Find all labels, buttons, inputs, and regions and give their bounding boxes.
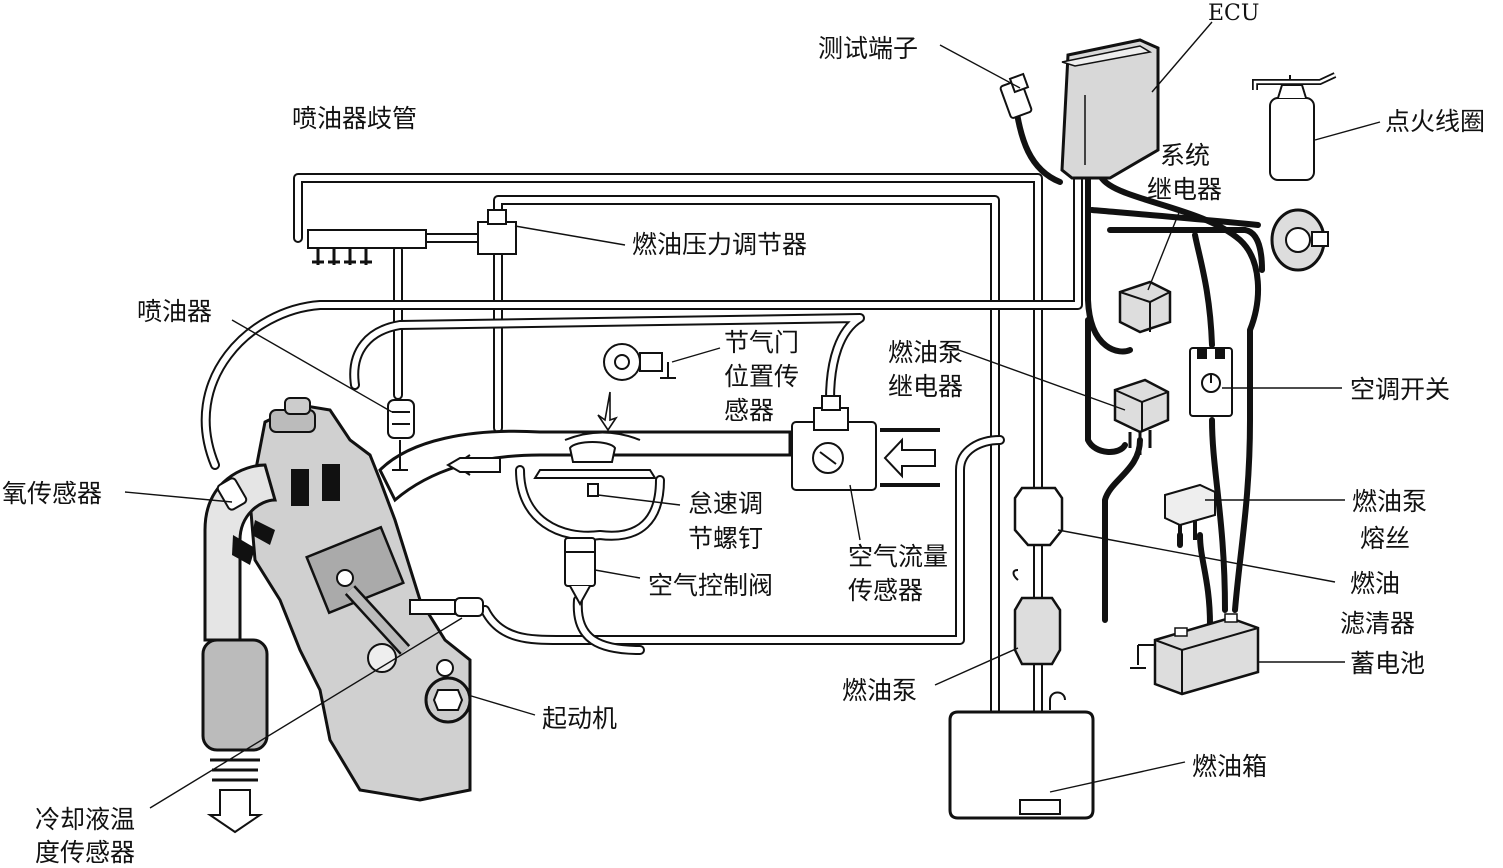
label-throttle-sensor-line1: 节气门 (724, 328, 799, 357)
label-ac-switch: 空调开关 (1350, 375, 1450, 404)
label-injector-manifold: 喷油器歧管 (292, 104, 417, 133)
throttle-position-sensor-part (597, 343, 676, 432)
label-idle-screw-line1: 怠速调 (688, 489, 763, 518)
label-oxygen-sensor: 氧传感器 (2, 479, 102, 508)
label-fuel-pump: 燃油泵 (842, 676, 917, 705)
ac-switch-part (1189, 347, 1233, 417)
fuel-filter-part (1013, 486, 1064, 547)
label-fuel-pump-fuse-line2: 熔丝 (1360, 524, 1410, 553)
exhaust (201, 463, 277, 834)
label-fuel-pump-relay-line2: 继电器 (888, 372, 963, 401)
label-system-relay-line1: 系统 (1160, 141, 1210, 170)
label-fuel-pressure-regulator: 燃油压力调节器 (632, 230, 807, 259)
engine (248, 397, 484, 802)
ecu-part (1060, 38, 1160, 180)
fuel-rail (307, 229, 427, 265)
battery-part (1130, 613, 1260, 696)
label-fuel-tank: 燃油箱 (1192, 752, 1267, 781)
label-battery: 蓄电池 (1350, 649, 1425, 678)
label-ecu: ECU (1208, 1, 1259, 26)
label-injector: 喷油器 (137, 297, 212, 326)
label-air-control-valve: 空气控制阀 (648, 571, 773, 600)
leader-lines (124, 21, 1381, 809)
label-coolant-sensor-line1: 冷却液温 (35, 805, 135, 834)
air-flow-meter-part (791, 395, 877, 491)
air-control-valve-part (564, 537, 596, 607)
label-idle-screw-line2: 节螺钉 (688, 524, 763, 553)
label-coolant-sensor-line2: 度传感器 (35, 838, 135, 867)
label-fuel-pump-relay-line1: 燃油泵 (888, 338, 963, 367)
ignition-coil-part (1252, 72, 1337, 181)
fuel-pump-part (1012, 569, 1062, 666)
label-starter: 起动机 (542, 704, 617, 733)
fuel-pump-relay-part (1113, 378, 1170, 455)
label-system-relay-line2: 继电器 (1147, 175, 1222, 204)
intake-duct (378, 428, 940, 503)
system-relay-part (1118, 280, 1172, 334)
fuel-pump-fuse-part (1164, 483, 1216, 545)
label-fuel-filter-line2: 滤清器 (1340, 609, 1415, 638)
label-air-flow-sensor-line2: 传感器 (848, 576, 923, 605)
label-air-flow-sensor-line1: 空气流量 (848, 542, 948, 571)
injector-part (387, 399, 415, 471)
label-ignition-coil: 点火线圈 (1385, 107, 1485, 136)
label-test-terminal: 测试端子 (818, 34, 918, 63)
test-terminal-part (999, 72, 1033, 119)
throttle-body (533, 431, 657, 497)
label-throttle-sensor-line2: 位置传 (724, 362, 799, 391)
label-throttle-sensor-line3: 感器 (724, 396, 774, 425)
distributor-part (1270, 208, 1329, 272)
label-fuel-pump-fuse-line1: 燃油泵 (1352, 487, 1427, 516)
fuel-pressure-regulator-part (477, 209, 517, 255)
starter-part (424, 659, 472, 724)
fuel-tank-part (948, 691, 1095, 820)
label-fuel-filter-line1: 燃油 (1350, 569, 1400, 598)
